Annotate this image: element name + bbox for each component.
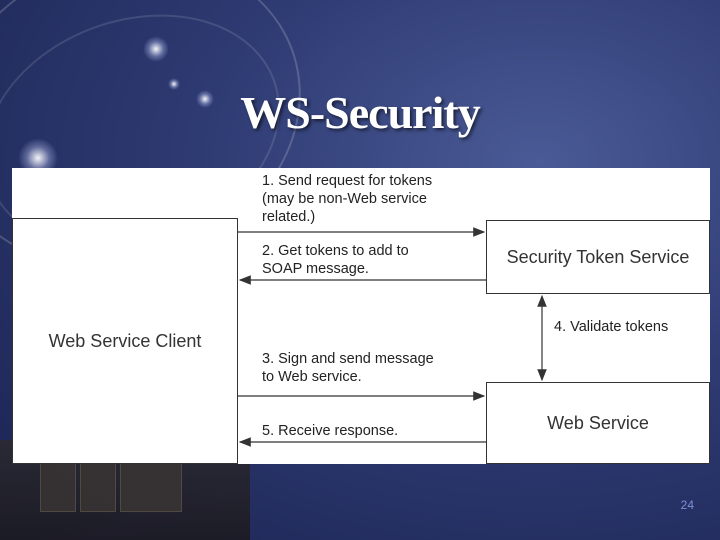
message-5: 5. Receive response. bbox=[262, 423, 399, 439]
light-glow bbox=[143, 36, 169, 62]
security-token-service-box: Security Token Service bbox=[486, 220, 710, 294]
slide-title: WS-Security bbox=[240, 87, 480, 138]
page-number: 24 bbox=[680, 498, 694, 512]
web-service-client-box: Web Service Client bbox=[12, 218, 238, 464]
message-1-line: (may be non-Web service bbox=[262, 191, 427, 207]
ws-security-diagram: Web Service Client Security Token Servic… bbox=[12, 168, 710, 464]
sts-label: Security Token Service bbox=[506, 246, 690, 267]
web-service-box: Web Service bbox=[486, 382, 710, 464]
arrows-layer bbox=[238, 227, 547, 447]
message-3: 3. Sign and send message to Web service. bbox=[262, 350, 434, 386]
message-2-line: 2. Get tokens to add to bbox=[262, 243, 409, 259]
message-3-line: 3. Sign and send message bbox=[262, 351, 434, 367]
message-1-line: 1. Send request for tokens bbox=[262, 173, 433, 189]
message-1: 1. Send request for tokens (may be non-W… bbox=[262, 172, 432, 226]
light-glow bbox=[196, 90, 214, 108]
light-glow bbox=[168, 78, 180, 90]
client-label: Web Service Client bbox=[48, 330, 202, 351]
message-4: 4. Validate tokens bbox=[554, 319, 669, 335]
message-2: 2. Get tokens to add to SOAP message. bbox=[262, 242, 409, 278]
message-2-line: SOAP message. bbox=[262, 261, 369, 277]
message-3-line: to Web service. bbox=[262, 369, 362, 385]
service-label: Web Service bbox=[547, 412, 649, 433]
message-1-line: related.) bbox=[262, 209, 316, 225]
